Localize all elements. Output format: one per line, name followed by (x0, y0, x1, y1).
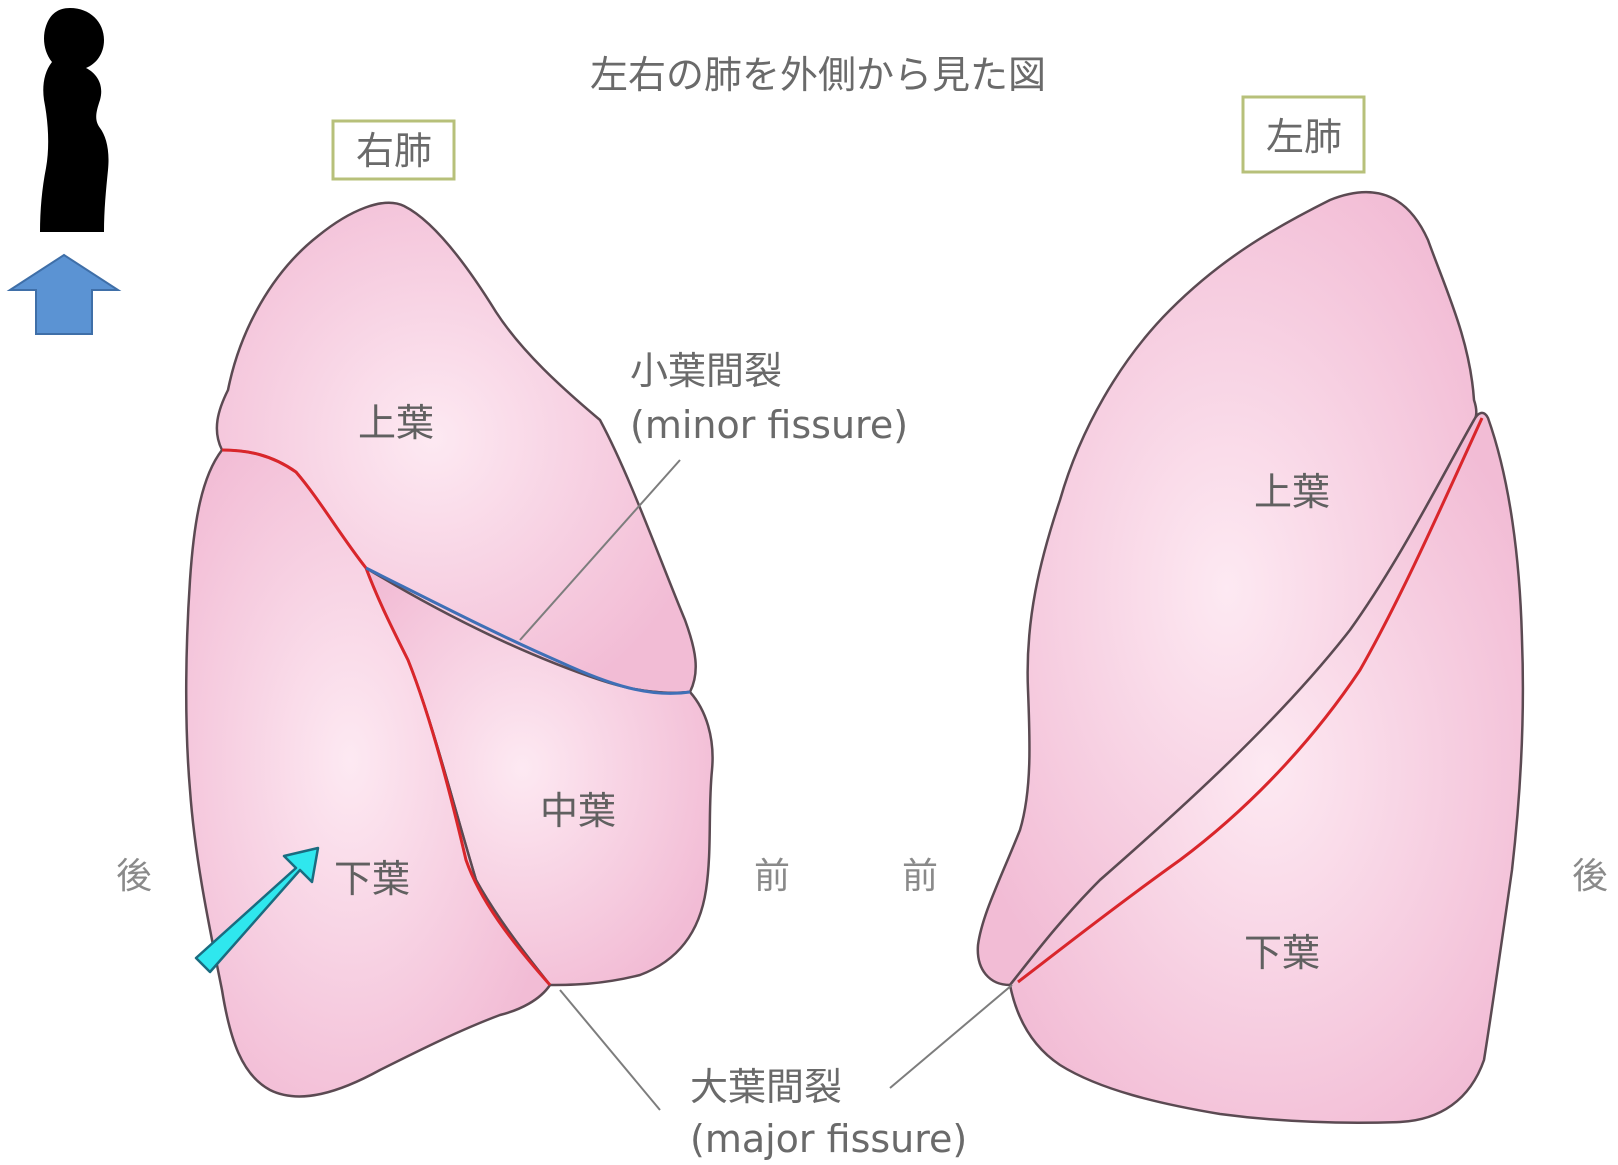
right-upper-lobe-label: 上葉 (358, 401, 434, 445)
right-lung-back-label: 後 (116, 856, 152, 897)
person-side-silhouette-icon (40, 8, 109, 232)
left-lower-lobe-label: 下葉 (1244, 931, 1320, 975)
left-lung-label-text: 左肺 (1266, 115, 1342, 159)
major-fissure-leader-line-right (560, 990, 660, 1110)
left-lung-label: 左肺 (1243, 97, 1364, 172)
right-lung-front-label: 前 (754, 856, 790, 897)
major-fissure-label-jp: 大葉間裂 (690, 1065, 842, 1109)
left-lung-front-label: 前 (902, 856, 938, 897)
left-lung (978, 192, 1523, 1123)
right-middle-lobe-label: 中葉 (540, 789, 616, 833)
minor-fissure-label-jp: 小葉間裂 (630, 349, 782, 393)
left-upper-lobe-label: 上葉 (1254, 470, 1330, 514)
right-lung-label-text: 右肺 (356, 129, 432, 173)
right-lung-label: 右肺 (333, 121, 454, 179)
diagram-title: 左右の肺を外側から見た図 (590, 53, 1046, 97)
left-lung-back-label: 後 (1572, 856, 1608, 897)
major-fissure-leader-line-left (890, 985, 1012, 1088)
major-fissure-label-en: (major fissure) (690, 1117, 967, 1161)
up-arrow-icon (10, 255, 118, 334)
minor-fissure-label-en: (minor fissure) (630, 403, 908, 447)
right-lower-lobe-label: 下葉 (334, 857, 410, 901)
right-lung (186, 203, 712, 1097)
